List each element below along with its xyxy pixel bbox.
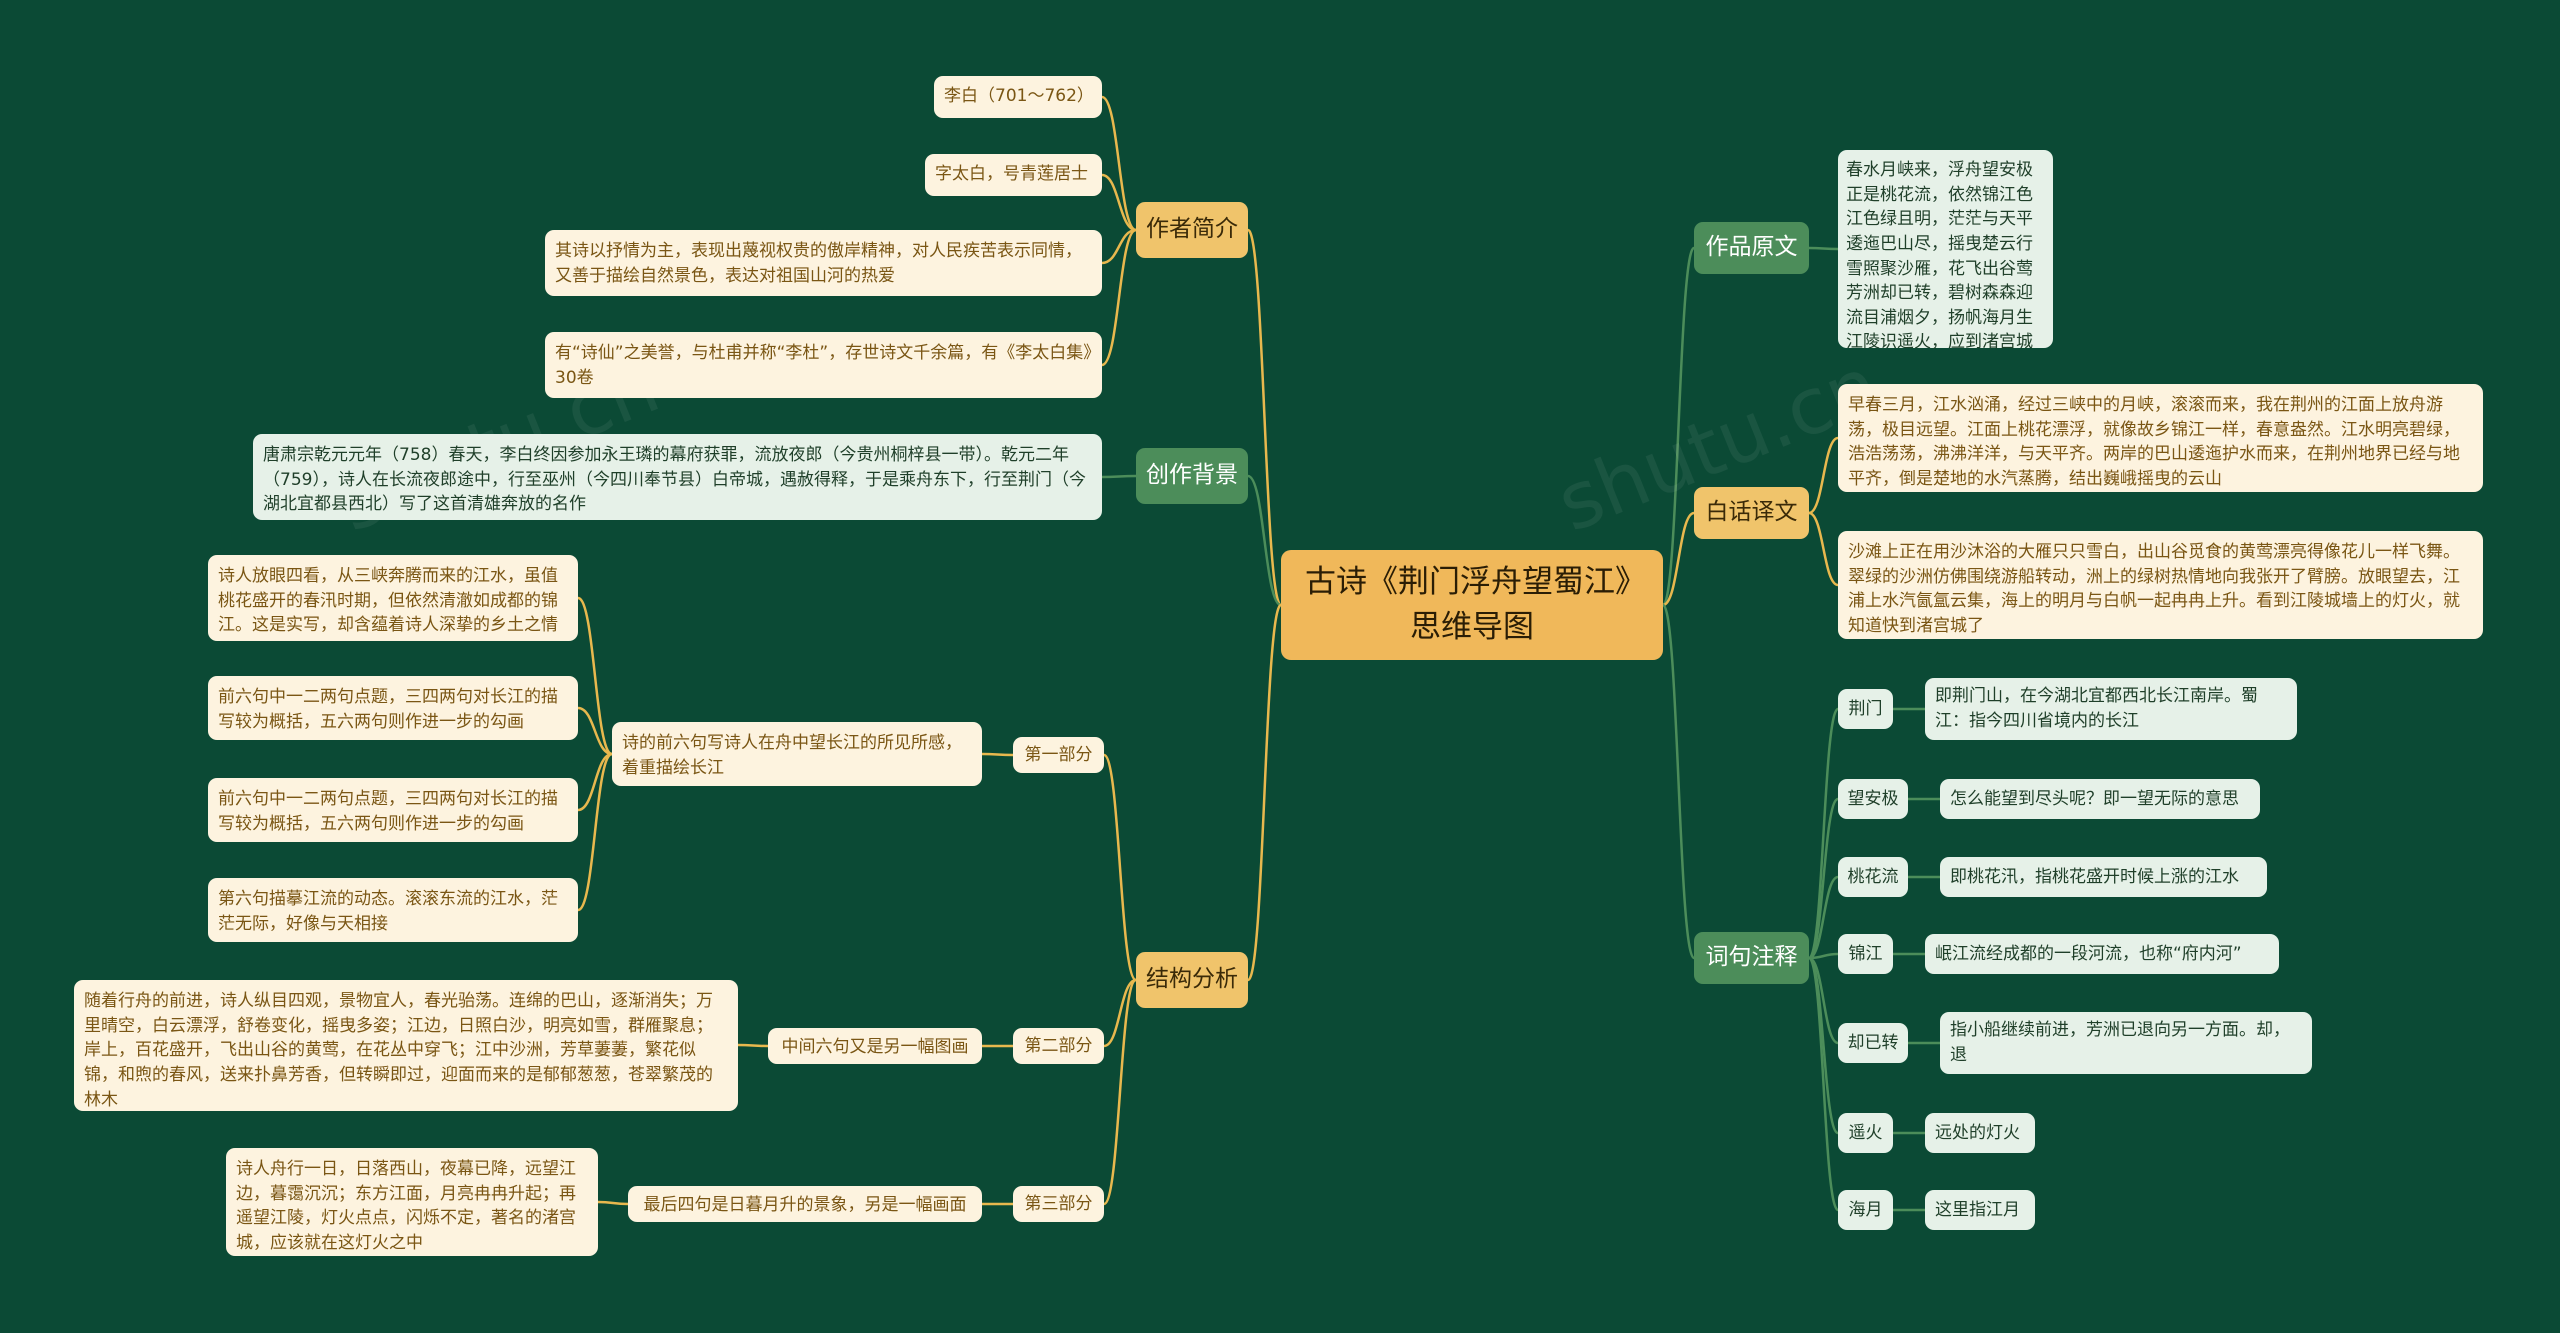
- connector: [597, 1200, 629, 1206]
- note-definition: 这里指江月: [1925, 1190, 2035, 1230]
- author-item: 字太白，号青莲居士: [925, 154, 1102, 196]
- connector: [1661, 603, 1696, 960]
- connector: [577, 752, 613, 812]
- connector: [1246, 228, 1283, 607]
- connector: [1101, 474, 1137, 479]
- connector: [1246, 603, 1283, 982]
- note-definition: 即荆门山，在今湖北宜都西北长江南岸。蜀江：指今四川省境内的长江: [1925, 678, 2297, 740]
- root-topic[interactable]: 古诗《荆门浮舟望蜀江》 思维导图: [1281, 550, 1663, 660]
- note-definition: 指小船继续前进，芳洲已退向另一方面。却，退: [1940, 1012, 2312, 1074]
- connector: [1661, 246, 1696, 607]
- connector: [1807, 797, 1840, 960]
- note-definition: 怎么能望到尽头呢？即一望无际的意思: [1940, 779, 2260, 819]
- connector: [1808, 875, 1839, 960]
- original-text: 春水月峡来，浮舟望安极正是桃花流，依然锦江色江色绿且明，茫茫与天平逶迤巴山尽，摇…: [1838, 150, 2053, 352]
- translation-item: 早春三月，江水汹涌，经过三峡中的月峡，滚滚而来，我在荆州的江面上放舟游荡，极目远…: [1838, 384, 2483, 492]
- structure-part-1[interactable]: 第一部分: [1013, 737, 1104, 773]
- part-2-summary: 中间六句又是另一幅图画: [768, 1028, 982, 1064]
- connector: [577, 596, 613, 756]
- structure-part-2[interactable]: 第二部分: [1013, 1028, 1104, 1064]
- note-term: 海月: [1838, 1190, 1893, 1230]
- connector: [1101, 228, 1137, 265]
- branch-original[interactable]: 作品原文: [1694, 222, 1809, 274]
- note-term: 桃花流: [1838, 857, 1908, 897]
- connector: [1101, 228, 1137, 367]
- part-1-detail: 第六句描摹江流的动态。滚滚东流的江水，茫茫无际，好像与天相接: [208, 878, 578, 942]
- author-item: 其诗以抒情为主，表现出蔑视权贵的傲岸精神，对人民疾苦表示同情，又善于描绘自然景色…: [545, 230, 1102, 296]
- branch-author[interactable]: 作者简介: [1136, 202, 1248, 258]
- note-definition: 即桃花汛，指桃花盛开时候上涨的江水: [1940, 857, 2267, 897]
- connector: [737, 1043, 769, 1048]
- connector: [1101, 95, 1137, 232]
- author-item: 李白（701～762）: [934, 76, 1102, 118]
- connector: [1102, 753, 1138, 982]
- branch-translation[interactable]: 白话译文: [1694, 487, 1809, 539]
- connector: [1102, 978, 1138, 1206]
- part-2-detail: 随着行舟的前进，诗人纵目四观，景物宜人，春光骀荡。连绵的巴山，逐渐消失；万里晴空…: [74, 980, 738, 1111]
- structure-part-3[interactable]: 第三部分: [1013, 1186, 1104, 1222]
- connector: [1662, 511, 1695, 607]
- author-item: 有“诗仙”之美誉，与杜甫并称“李杜”，存世诗文千余篇，有《李太白集》30卷: [545, 332, 1102, 398]
- connector: [1807, 956, 1840, 1212]
- note-term: 遥火: [1838, 1113, 1893, 1153]
- connector: [1101, 173, 1137, 232]
- connector: [577, 752, 613, 912]
- note-term: 望安极: [1838, 779, 1908, 819]
- root-subtitle: 思维导图: [1410, 609, 1534, 645]
- part-1-detail: 诗人放眼四看，从三峡奔腾而来的江水，虽值桃花盛开的春汛时期，但依然清澈如成都的锦…: [208, 555, 578, 641]
- note-definition: 远处的灯火: [1925, 1113, 2035, 1153]
- note-term: 却已转: [1838, 1023, 1908, 1063]
- background-text: 唐肃宗乾元元年（758）春天，李白终因参加永王璘的幕府获罪，流放夜郎（今贵州桐梓…: [253, 434, 1102, 520]
- connector: [577, 706, 613, 756]
- root-title: 古诗《荆门浮舟望蜀江》: [1305, 564, 1646, 601]
- connector: [1808, 952, 1839, 960]
- part-1-summary: 诗的前六句写诗人在舟中望长江的所见所感，着重描绘长江: [612, 722, 982, 786]
- note-term: 锦江: [1838, 934, 1893, 974]
- connector: [1808, 246, 1839, 251]
- part-1-detail: 前六句中一二两句点题，三四两句对长江的描写较为概括，五六两句则作进一步的勾画: [208, 778, 578, 842]
- connector: [1103, 978, 1137, 1048]
- translation-item: 沙滩上正在用沙沐浴的大雁只只雪白，出山谷觅食的黄莺漂亮得像花儿一样飞舞。翠绿的沙…: [1838, 531, 2483, 639]
- branch-background[interactable]: 创作背景: [1136, 448, 1248, 504]
- note-definition: 岷江流经成都的一段河流，也称“府内河”: [1925, 934, 2279, 974]
- connector: [981, 752, 1014, 757]
- branch-notes[interactable]: 词句注释: [1694, 932, 1809, 984]
- note-term: 荆门: [1838, 689, 1893, 729]
- part-3-summary: 最后四句是日暮月升的景象，另是一幅画面: [628, 1186, 982, 1222]
- connector: [1808, 436, 1839, 515]
- branch-structure[interactable]: 结构分析: [1136, 952, 1248, 1008]
- part-3-detail: 诗人舟行一日，日落西山，夜幕已降，远望江边，暮霭沉沉；东方江面，月亮冉冉升起；再…: [226, 1148, 598, 1256]
- connector: [1807, 956, 1840, 1135]
- connector: [1808, 511, 1839, 587]
- connector: [1247, 474, 1282, 607]
- part-1-detail: 前六句中一二两句点题，三四两句对长江的描写较为概括，五六两句则作进一步的勾画: [208, 676, 578, 740]
